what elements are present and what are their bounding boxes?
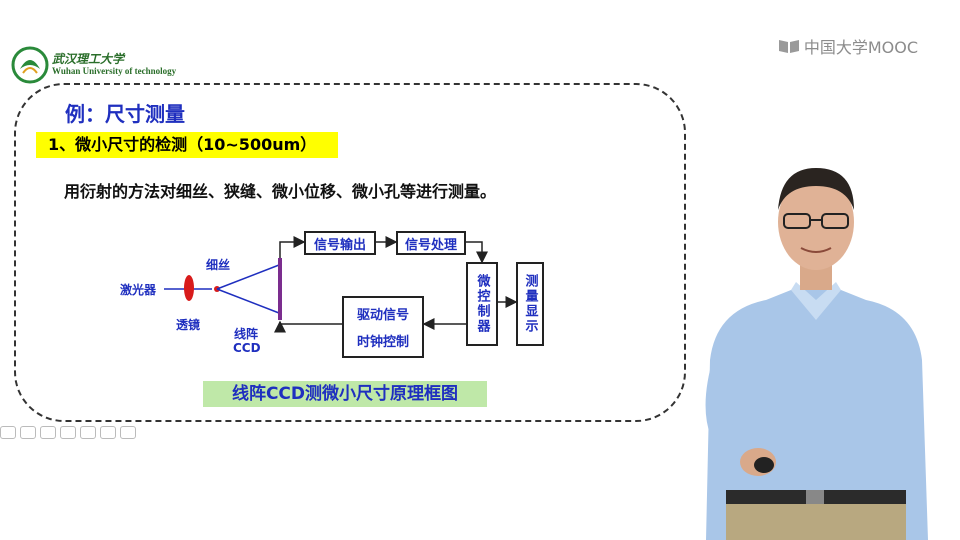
slide-description: 用衍射的方法对细丝、狭缝、微小位移、微小孔等进行测量。 bbox=[64, 182, 497, 201]
book-icon bbox=[778, 40, 799, 53]
university-logo bbox=[10, 45, 160, 85]
driver-clock-box: 驱动信号 时钟控制 bbox=[342, 296, 424, 358]
slide-panel bbox=[14, 83, 686, 422]
driver-label-line1: 驱动信号 bbox=[356, 308, 409, 323]
lens-label: 透镜 bbox=[176, 318, 201, 332]
university-name-cn: 武汉理工大学 bbox=[52, 52, 125, 66]
signal-processing-box: 信号处理 bbox=[396, 231, 466, 255]
platform-name: 中国大学MOOC bbox=[803, 38, 918, 57]
wire-label: 细丝 bbox=[206, 258, 231, 272]
slide-title: 例：尺寸测量 bbox=[65, 102, 185, 126]
faint-toolbar bbox=[0, 426, 136, 439]
ccd-label-line1: 线阵 bbox=[234, 327, 259, 341]
toolbar-icon[interactable] bbox=[120, 426, 136, 439]
toolbar-icon[interactable] bbox=[0, 426, 16, 439]
measurement-display-box: 测量显示 bbox=[516, 262, 544, 346]
diagram-caption: 线阵CCD测微小尺寸原理框图 bbox=[203, 381, 487, 407]
slide-subtitle: 1、微小尺寸的检测（10~500um） bbox=[36, 132, 338, 158]
toolbar-icon[interactable] bbox=[80, 426, 96, 439]
toolbar-icon[interactable] bbox=[20, 426, 36, 439]
toolbar-icon[interactable] bbox=[60, 426, 76, 439]
laser-label: 激光器 bbox=[120, 283, 157, 297]
university-name-en: Wuhan University of technology bbox=[52, 66, 177, 76]
microcontroller-box: 微控制器 bbox=[466, 262, 498, 346]
driver-label-line2: 时钟控制 bbox=[356, 335, 409, 350]
toolbar-icon[interactable] bbox=[100, 426, 116, 439]
university-emblem-icon bbox=[11, 46, 49, 84]
toolbar-icon[interactable] bbox=[40, 426, 56, 439]
platform-watermark: 中国大学MOOC bbox=[778, 34, 918, 58]
ccd-label-line2: CCD bbox=[233, 341, 261, 355]
presenter-figure bbox=[705, 168, 928, 540]
signal-output-box: 信号输出 bbox=[304, 231, 376, 255]
